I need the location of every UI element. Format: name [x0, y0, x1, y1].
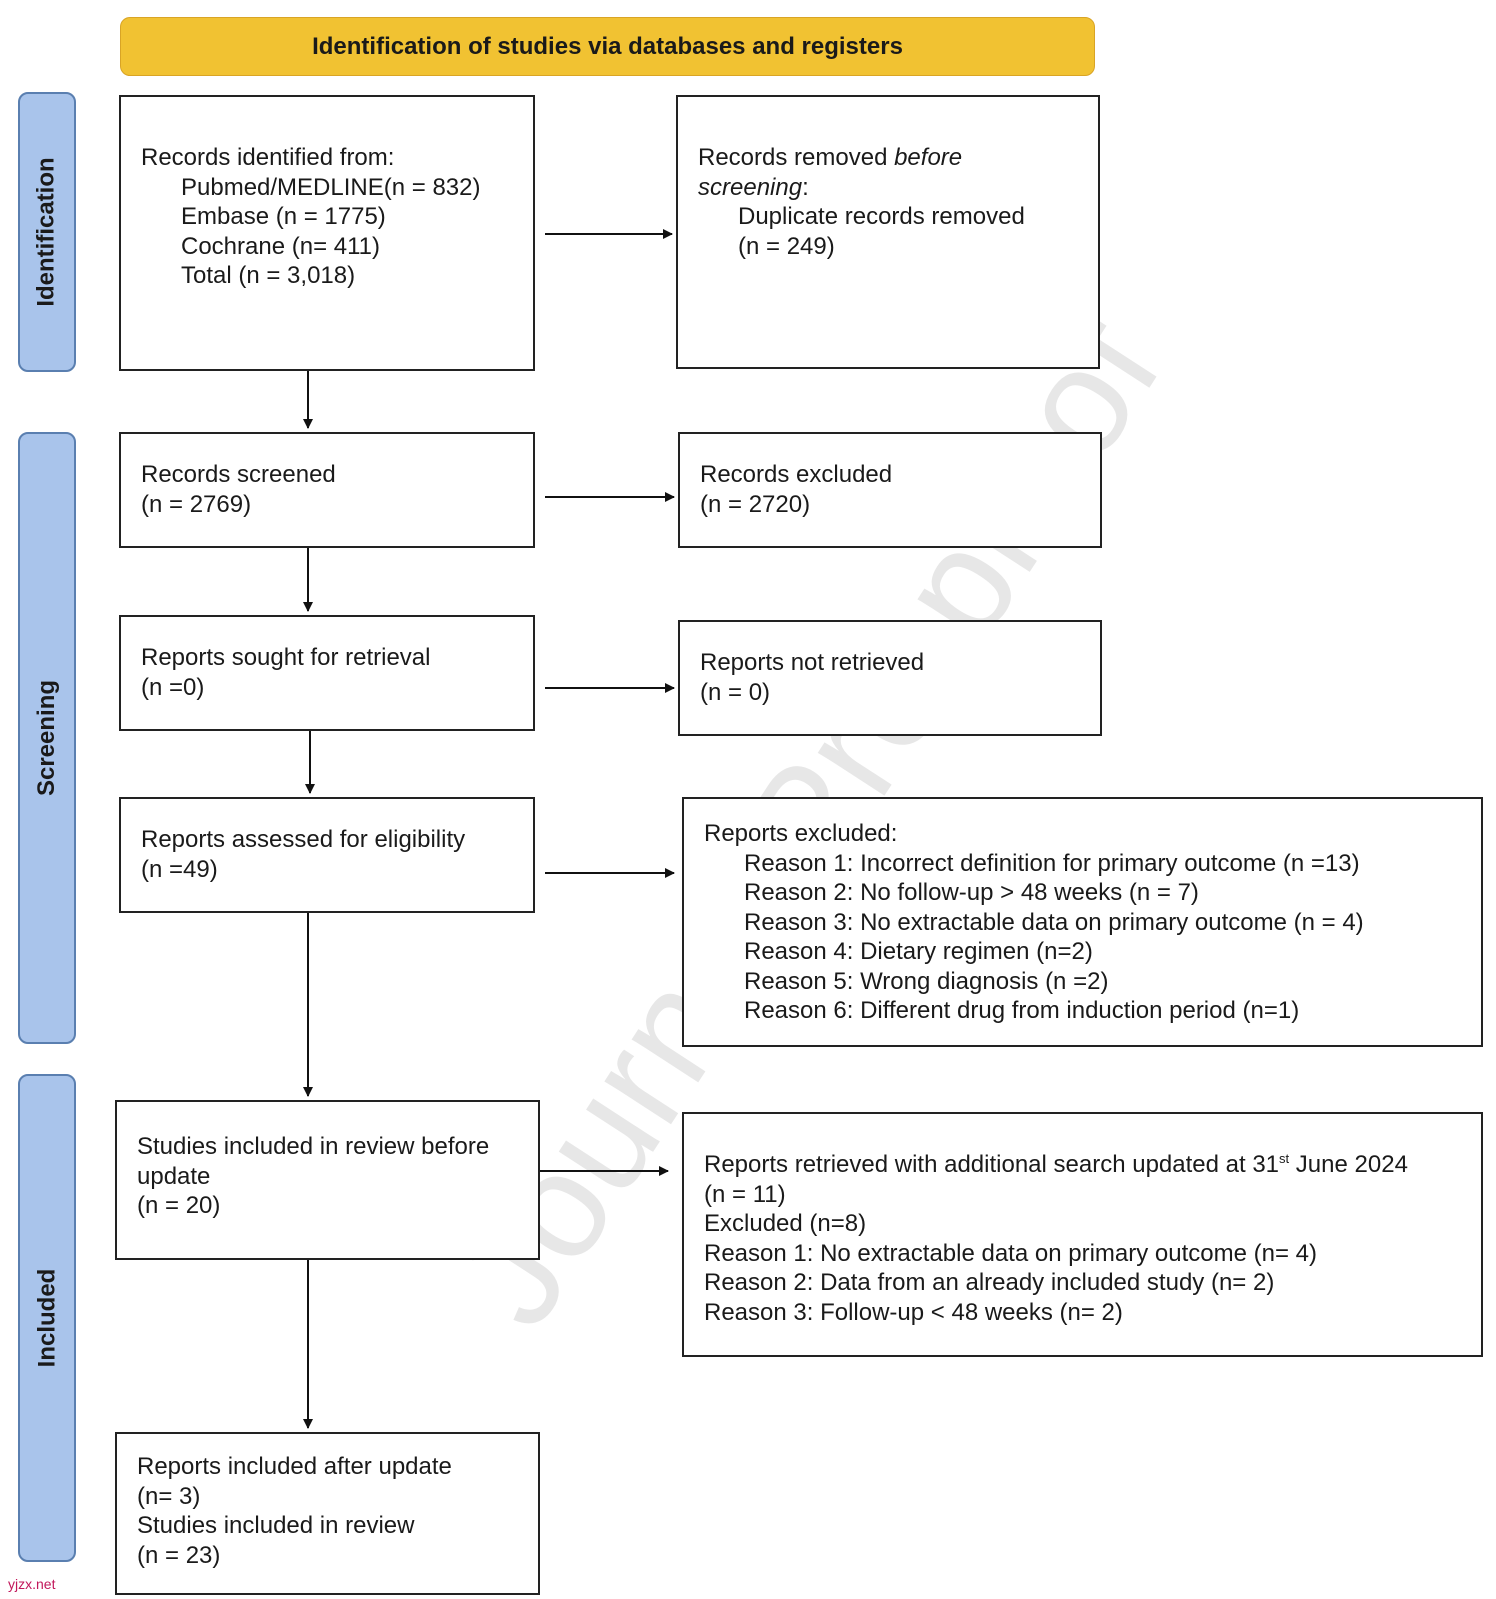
reports-sought-label: Reports sought for retrieval: [141, 644, 431, 671]
additional-search-title-pre: Reports retrieved with additional search…: [704, 1151, 1280, 1178]
reports-assessed-box: Reports assessed for eligibility (n =49): [119, 797, 535, 913]
records-identified-item: Cochrane (n= 411): [181, 232, 381, 260]
additional-search-line: Reason 3: Follow-up < 48 weeks (n= 2): [704, 1298, 1123, 1326]
banner-title: Identification of studies via databases …: [120, 17, 1095, 76]
reports-excluded-reason: Reason 5: Wrong diagnosis (n =2): [744, 967, 1109, 995]
additional-search-title: Reports retrieved with additional search…: [704, 1144, 1461, 1180]
reports-after-update-line: (n = 23): [137, 1541, 221, 1569]
additional-search-line: Excluded (n=8): [704, 1210, 867, 1237]
reports-assessed-count: (n =49): [141, 855, 218, 883]
records-screened-label: Records screened: [141, 461, 336, 488]
reports-excluded-reason: Reason 2: No follow-up > 48 weeks (n = 7…: [744, 879, 1199, 906]
records-removed-title-pre: Records removed: [698, 144, 895, 171]
records-removed-box: Records removed before screening: Duplic…: [676, 95, 1100, 369]
phase-included: Included: [18, 1074, 76, 1562]
additional-search-title-post: June 2024: [1289, 1151, 1408, 1178]
reports-not-retrieved-count: (n = 0): [700, 678, 771, 706]
records-identified-item: Total (n = 3,018): [181, 262, 356, 289]
reports-assessed-label: Reports assessed for eligibility: [141, 826, 466, 853]
footer-mark: yjzx.net: [8, 1576, 56, 1592]
reports-excluded-reason: Reason 6: Different drug from induction …: [744, 997, 1300, 1024]
records-screened-box: Records screened (n = 2769): [119, 432, 535, 548]
additional-search-box: Reports retrieved with additional search…: [682, 1112, 1483, 1357]
records-removed-item: (n = 249): [738, 232, 835, 260]
additional-search-title-sup: st: [1279, 1151, 1290, 1166]
studies-before-update-count: (n = 20): [137, 1192, 221, 1219]
records-identified-box: Records identified from: Pubmed/MEDLINE(…: [119, 95, 535, 371]
records-removed-item: Duplicate records removed: [738, 203, 1025, 230]
reports-excluded-reason: Reason 4: Dietary regimen (n=2): [744, 938, 1093, 965]
studies-before-update-line: update: [137, 1162, 211, 1190]
reports-after-update-line: Studies included in review: [137, 1512, 415, 1539]
reports-excluded-title: Reports excluded:: [704, 820, 898, 847]
records-identified-item: Pubmed/MEDLINE(n = 832): [181, 173, 481, 201]
phase-screening: Screening: [18, 432, 76, 1044]
records-removed-title-2: screening:: [698, 173, 1078, 203]
records-removed-title-em: before: [894, 144, 963, 171]
phase-identification: Identification: [18, 92, 76, 372]
additional-search-line: Reason 1: No extractable data on primary…: [704, 1239, 1317, 1267]
records-identified-item: Embase (n = 1775): [181, 203, 386, 230]
additional-search-line: (n = 11): [704, 1180, 786, 1208]
records-screened-count: (n = 2769): [141, 490, 252, 518]
records-excluded-count: (n = 2720): [700, 490, 811, 518]
reports-after-update-line: (n= 3): [137, 1482, 201, 1510]
records-identified-title: Records identified from:: [141, 144, 395, 171]
records-excluded-label: Records excluded: [700, 461, 893, 488]
reports-not-retrieved-box: Reports not retrieved (n = 0): [678, 620, 1102, 736]
studies-before-update-box: Studies included in review before update…: [115, 1100, 540, 1260]
reports-excluded-box: Reports excluded: Reason 1: Incorrect de…: [682, 797, 1483, 1047]
reports-after-update-line: Reports included after update: [137, 1453, 452, 1480]
reports-not-retrieved-label: Reports not retrieved: [700, 649, 925, 676]
additional-search-line: Reason 2: Data from an already included …: [704, 1269, 1275, 1296]
reports-excluded-reason: Reason 1: Incorrect definition for prima…: [744, 849, 1360, 877]
records-removed-title-em2: screening: [698, 173, 803, 201]
studies-before-update-line: Studies included in review before: [137, 1133, 490, 1160]
reports-after-update-box: Reports included after update (n= 3) Stu…: [115, 1432, 540, 1595]
records-removed-title-colon: :: [802, 173, 809, 201]
reports-excluded-reason: Reason 3: No extractable data on primary…: [744, 908, 1364, 936]
records-excluded-box: Records excluded (n = 2720): [678, 432, 1102, 548]
reports-sought-count: (n =0): [141, 673, 205, 701]
records-removed-title: Records removed before: [698, 143, 1078, 173]
reports-sought-box: Reports sought for retrieval (n =0): [119, 615, 535, 731]
